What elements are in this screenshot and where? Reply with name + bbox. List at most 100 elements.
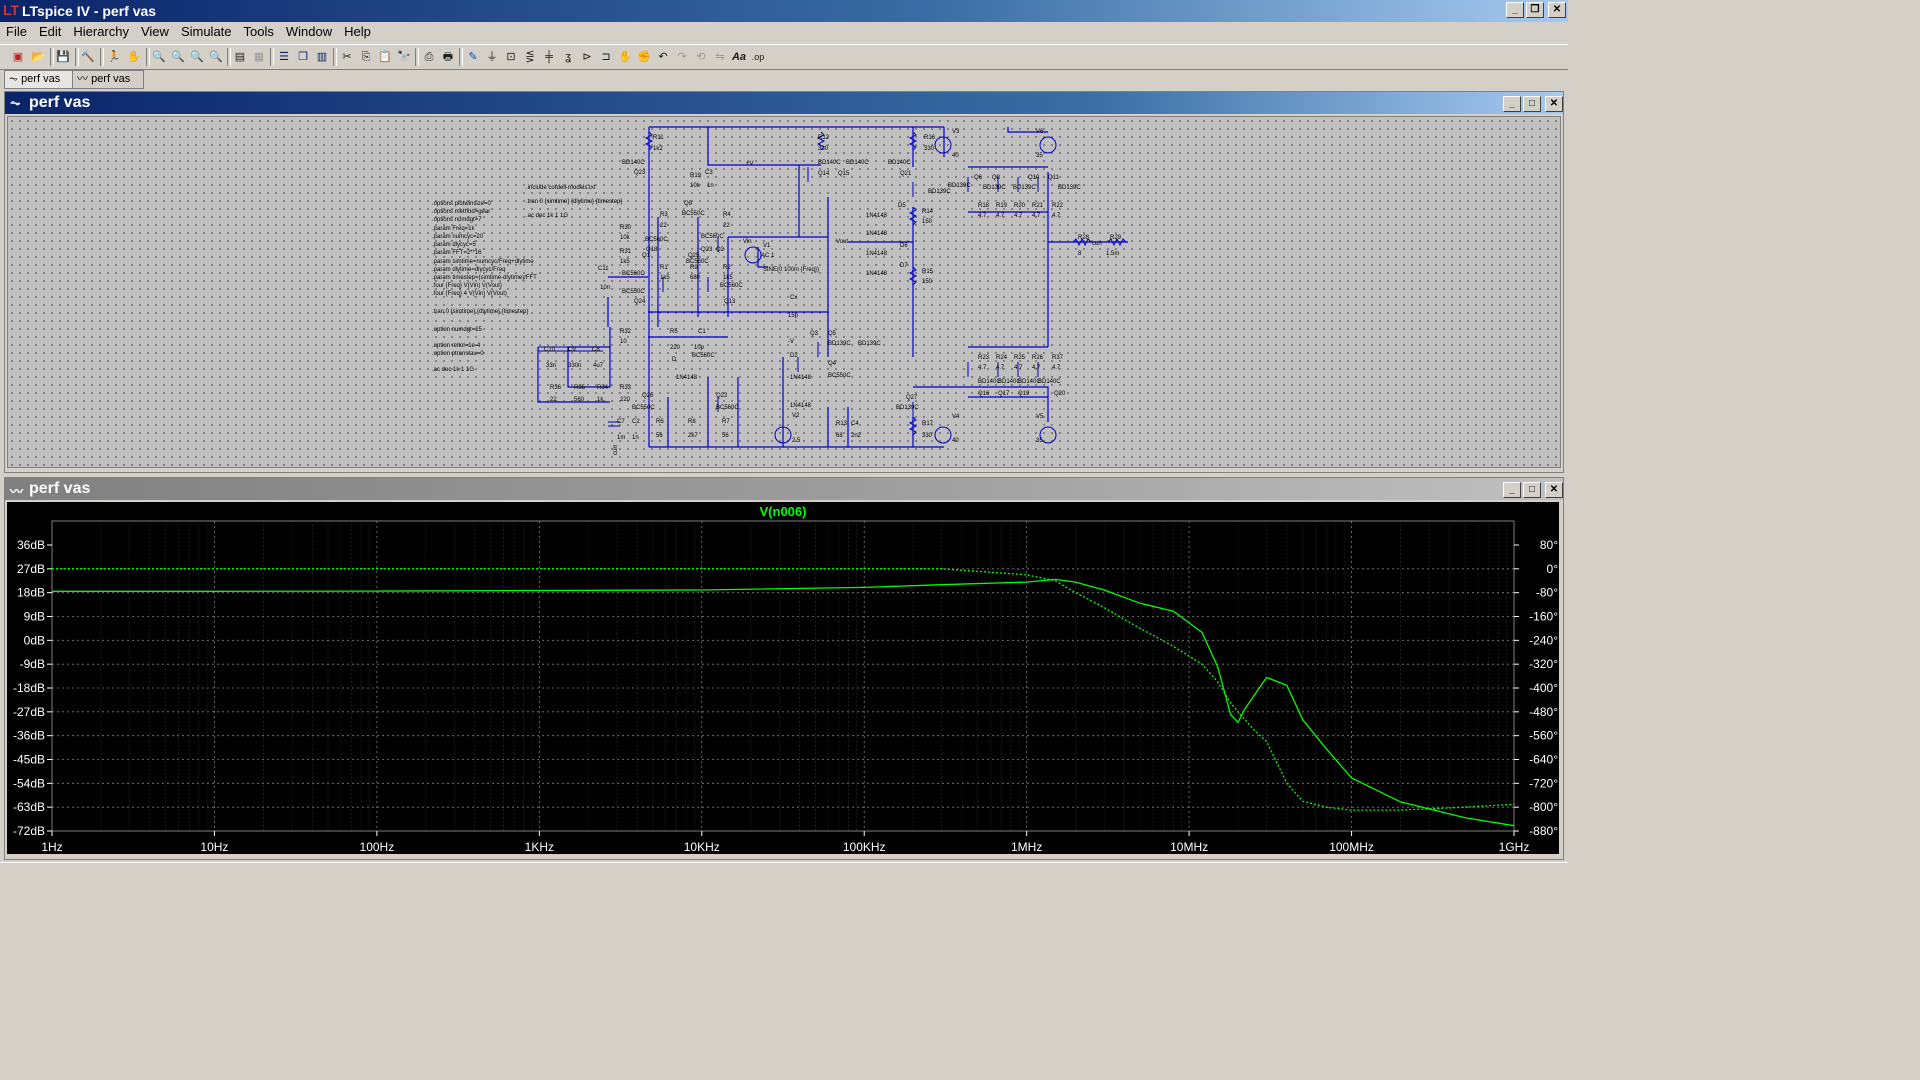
directive-tran[interactable]: .tran 0 {simtime} {dlytime} {timestep} xyxy=(526,199,622,205)
svg-text:R3: R3 xyxy=(660,212,668,218)
traces xyxy=(52,568,1515,827)
menu-edit[interactable]: Edit xyxy=(38,24,62,39)
param-line: .option reltol=1e-4 xyxy=(432,343,481,349)
param-line: .param dlycyc=5 xyxy=(432,242,477,248)
cascade-icon[interactable]: ❐ xyxy=(298,51,308,63)
schematic-minimize-button[interactable]: _ xyxy=(1503,96,1521,112)
svg-text:BD139C: BD139C xyxy=(928,189,951,195)
waveform-close-button[interactable]: ✕ xyxy=(1545,482,1563,498)
param-block[interactable]: .options plotwinsize=0 .options method=g… xyxy=(432,201,537,373)
open-icon[interactable]: 📂 xyxy=(31,51,45,63)
svg-text:4.7: 4.7 xyxy=(996,365,1005,371)
svg-text:BC560C: BC560C xyxy=(622,271,645,277)
mirror-icon[interactable]: ⇋ xyxy=(715,51,725,63)
label-net-icon[interactable]: ⊡ xyxy=(506,51,516,63)
print-icon[interactable]: 🖶 xyxy=(442,51,454,63)
directive-include[interactable]: .include cordell-models.txt xyxy=(526,185,596,191)
svg-text:R1: R1 xyxy=(660,265,668,271)
svg-text:R17: R17 xyxy=(922,421,934,427)
svg-text:R21: R21 xyxy=(1032,203,1044,209)
svg-text:R14: R14 xyxy=(922,209,934,215)
y-right-tick-label: 0° xyxy=(1547,562,1559,576)
zoom-pan-icon[interactable]: 🔍 xyxy=(171,51,185,63)
spice-directive-icon[interactable]: .op xyxy=(751,52,765,62)
param-line: .tran 0 {simtime} {dlytime} {timestep} xyxy=(432,309,528,315)
minimize-button[interactable]: _ xyxy=(1506,2,1524,18)
schematic-close-button[interactable]: ✕ xyxy=(1545,96,1563,112)
tab-schematic[interactable]: ⏦ perf vas xyxy=(4,70,76,89)
menu-simulate[interactable]: Simulate xyxy=(180,24,232,39)
drag-icon[interactable]: ✊ xyxy=(637,51,651,63)
cut-icon[interactable]: ✂ xyxy=(342,51,352,63)
param-line: .four {Freq} 4 V(Vin) V(Vout) xyxy=(432,291,507,297)
svg-text:4.7: 4.7 xyxy=(1052,365,1061,371)
waveform-maximize-button[interactable]: □ xyxy=(1523,482,1541,498)
svg-text:Q9: Q9 xyxy=(684,201,693,207)
diode-icon[interactable]: ⊳ xyxy=(582,51,592,63)
menu-help[interactable]: Help xyxy=(344,24,371,39)
x-tick-label: 1KHz xyxy=(525,840,554,854)
schematic-drawing[interactable]: .include cordell-models.txt .tran 0 {sim… xyxy=(8,117,1560,467)
tab-waveform-label: perf vas xyxy=(91,73,131,85)
schematic-canvas[interactable]: .include cordell-models.txt .tran 0 {sim… xyxy=(7,116,1561,468)
svg-text:35: 35 xyxy=(1036,438,1043,444)
menu-tools[interactable]: Tools xyxy=(243,24,274,39)
svg-text:C9: C9 xyxy=(568,347,576,353)
inductor-icon[interactable]: ʓ xyxy=(565,51,571,63)
tab-waveform[interactable]: 〰 perf vas xyxy=(72,70,144,89)
svg-text:1n: 1n xyxy=(707,183,714,189)
bode-plot[interactable]: V(n006) 36dB27dB18dB9dB0dB-9dB-18dB-27dB… xyxy=(7,502,1559,854)
ground-icon[interactable]: ⏚ xyxy=(486,51,498,63)
undo-icon[interactable]: ↶ xyxy=(658,51,668,63)
zoom-out-icon[interactable]: 🔍 xyxy=(190,51,204,63)
text-icon[interactable]: Aa xyxy=(731,51,747,63)
trace-label[interactable]: V(n006) xyxy=(760,504,807,519)
menu-window[interactable]: Window xyxy=(285,24,333,39)
run-icon[interactable]: 🏃 xyxy=(107,51,121,63)
move-icon[interactable]: ✋ xyxy=(618,51,632,63)
zoom-in-icon[interactable]: 🔍 xyxy=(152,51,166,63)
schematic-maximize-button[interactable]: □ xyxy=(1523,96,1541,112)
svg-text:BD140C: BD140C xyxy=(818,160,841,166)
find-icon[interactable]: 🔭 xyxy=(397,51,411,63)
paste-icon[interactable]: 📋 xyxy=(378,51,392,63)
svg-text:R31: R31 xyxy=(620,249,632,255)
svg-text:680: 680 xyxy=(690,275,701,281)
zoom-fit-icon[interactable]: 🔍 xyxy=(209,51,223,63)
svg-text:BD139C: BD139C xyxy=(896,405,919,411)
svg-text:BC550C: BC550C xyxy=(622,289,645,295)
halt-icon[interactable]: ✋ xyxy=(127,51,141,63)
grid-icon[interactable]: ▦ xyxy=(253,51,265,63)
rotate-icon[interactable]: ⟲ xyxy=(696,51,706,63)
tile-horizontal-icon[interactable]: ☰ xyxy=(279,51,289,63)
svg-text:BC560C: BC560C xyxy=(701,234,724,240)
wire-icon[interactable]: ✎ xyxy=(468,51,478,63)
copy-icon[interactable]: ⎘ xyxy=(361,51,371,63)
svg-text:BD140C: BD140C xyxy=(998,379,1021,385)
resistor-icon[interactable]: ⋚ xyxy=(525,51,535,63)
svg-text:R2: R2 xyxy=(723,265,731,271)
svg-text:R15: R15 xyxy=(922,269,934,275)
directive-ac[interactable]: .ac dec 1k 1 1G xyxy=(526,213,568,219)
menu-hierarchy[interactable]: Hierarchy xyxy=(73,24,129,39)
restore-button[interactable]: ❐ xyxy=(1526,2,1544,18)
menu-file[interactable]: File xyxy=(6,24,27,39)
spice-directives[interactable]: .include cordell-models.txt .tran 0 {sim… xyxy=(526,185,622,219)
component-icon[interactable]: ⊐ xyxy=(601,51,611,63)
capacitor-icon[interactable]: ╪ xyxy=(545,51,553,63)
redo-icon[interactable]: ↷ xyxy=(677,51,687,63)
new-schematic-icon[interactable]: ▣ xyxy=(12,51,24,63)
tile-vertical-icon[interactable]: ▥ xyxy=(316,51,328,63)
waveform-minimize-button[interactable]: _ xyxy=(1503,482,1521,498)
control-panel-icon[interactable]: 🔨 xyxy=(81,51,95,63)
autorange-icon[interactable]: ▤ xyxy=(234,51,246,63)
save-icon[interactable]: 💾 xyxy=(56,51,70,63)
print-preview-icon[interactable]: ⎙ xyxy=(424,51,434,63)
svg-text:Q17: Q17 xyxy=(998,391,1010,397)
svg-text:Q15: Q15 xyxy=(838,171,850,177)
svg-text:10: 10 xyxy=(620,339,627,345)
close-button[interactable]: ✕ xyxy=(1548,2,1566,18)
x-tick-label: 10KHz xyxy=(684,840,720,854)
menu-view[interactable]: View xyxy=(140,24,169,39)
